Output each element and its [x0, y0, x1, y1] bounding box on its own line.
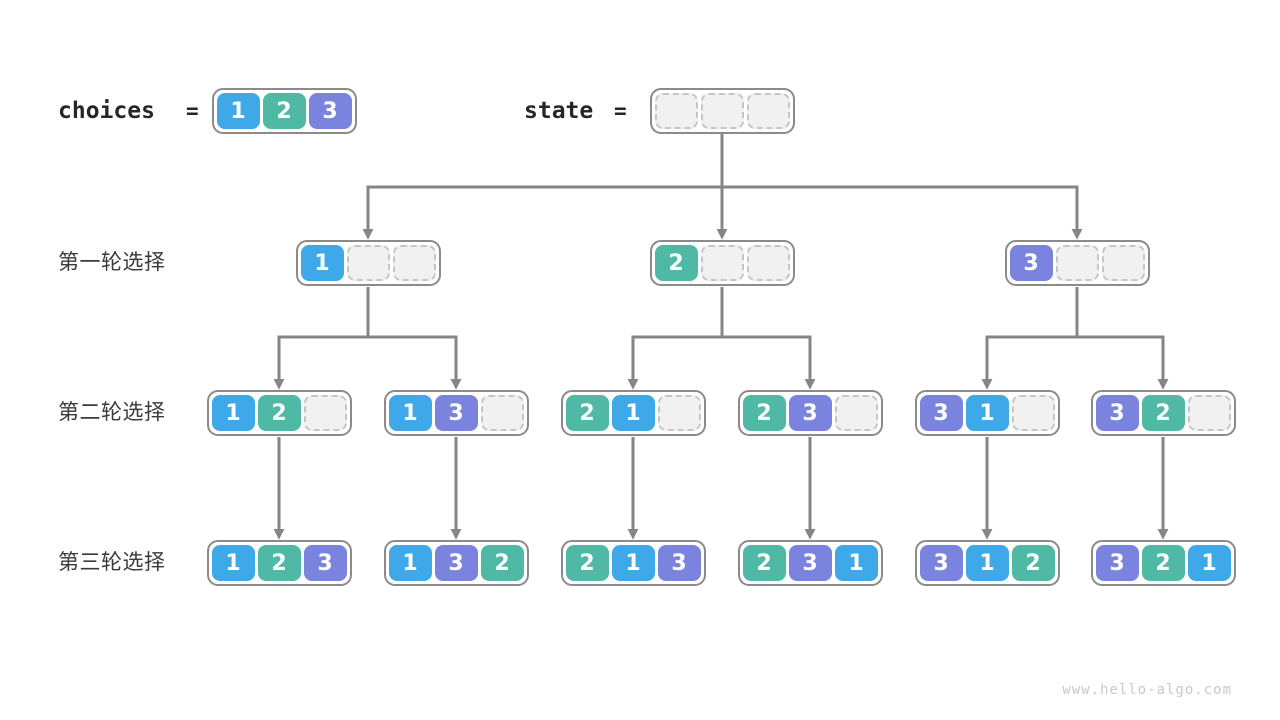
array-cell-empty — [392, 245, 436, 281]
array-cell-filled: 2 — [654, 245, 698, 281]
array-cell-filled: 1 — [834, 545, 878, 581]
array-cell-empty — [746, 245, 790, 281]
array-cell-empty — [654, 93, 698, 129]
array-cell-filled: 1 — [388, 545, 432, 581]
array-cell-empty — [700, 245, 744, 281]
array-cell-filled: 1 — [611, 395, 655, 431]
watermark: www.hello-algo.com — [1062, 682, 1232, 698]
array-cell-filled: 3 — [788, 545, 832, 581]
array-cell-filled: 3 — [434, 395, 478, 431]
array-cell-filled: 2 — [1011, 545, 1055, 581]
array-cell-empty — [834, 395, 878, 431]
array-cell-filled: 1 — [300, 245, 344, 281]
array-cell-filled: 3 — [303, 545, 347, 581]
state-label: state — [524, 98, 594, 124]
array-cell-filled: 3 — [657, 545, 701, 581]
tree-node-round1-1: 1 — [295, 240, 441, 286]
array-cell-empty — [1055, 245, 1099, 281]
array-cell-filled: 2 — [1141, 395, 1185, 431]
array-cell-filled: 3 — [919, 545, 963, 581]
array-cell-filled: 3 — [434, 545, 478, 581]
array-cell-empty — [657, 395, 701, 431]
array-cell-filled: 1 — [965, 395, 1009, 431]
array-cell-filled: 1 — [1187, 545, 1231, 581]
state-equals-sign: = — [614, 99, 627, 123]
array-cell-filled: 1 — [965, 545, 1009, 581]
array-cell-empty — [700, 93, 744, 129]
array-cell-filled: 3 — [1095, 545, 1139, 581]
round-3-label: 第三轮选择 — [58, 551, 166, 574]
array-cell-filled: 1 — [216, 93, 260, 129]
array-cell-filled: 1 — [211, 395, 255, 431]
choices-equals-sign: = — [186, 99, 199, 123]
state-array-box — [649, 88, 795, 134]
tree-node-round1-2: 2 — [649, 240, 795, 286]
array-cell-filled: 1 — [388, 395, 432, 431]
round-2-label: 第二轮选择 — [58, 401, 166, 424]
round-1-label: 第一轮选择 — [58, 251, 166, 274]
array-cell-filled: 3 — [919, 395, 963, 431]
array-cell-filled: 2 — [565, 395, 609, 431]
choices-label: choices — [58, 98, 155, 124]
array-cell-empty — [1011, 395, 1055, 431]
array-cell-filled: 1 — [211, 545, 255, 581]
array-cell-empty — [746, 93, 790, 129]
tree-node-round1-3: 3 — [1004, 240, 1150, 286]
array-cell-filled: 3 — [308, 93, 352, 129]
array-cell-filled: 3 — [1009, 245, 1053, 281]
array-cell-filled: 2 — [742, 395, 786, 431]
array-cell-filled: 1 — [611, 545, 655, 581]
array-cell-filled: 2 — [257, 545, 301, 581]
array-cell-filled: 2 — [262, 93, 306, 129]
array-cell-filled: 3 — [1095, 395, 1139, 431]
array-cell-empty — [1101, 245, 1145, 281]
array-cell-empty — [480, 395, 524, 431]
array-cell-filled: 2 — [480, 545, 524, 581]
array-cell-filled: 2 — [1141, 545, 1185, 581]
array-cell-filled: 2 — [565, 545, 609, 581]
array-cell-empty — [303, 395, 347, 431]
array-cell-filled: 3 — [788, 395, 832, 431]
array-cell-empty — [1187, 395, 1231, 431]
array-cell-filled: 2 — [742, 545, 786, 581]
array-cell-filled: 2 — [257, 395, 301, 431]
array-cell-empty — [346, 245, 390, 281]
